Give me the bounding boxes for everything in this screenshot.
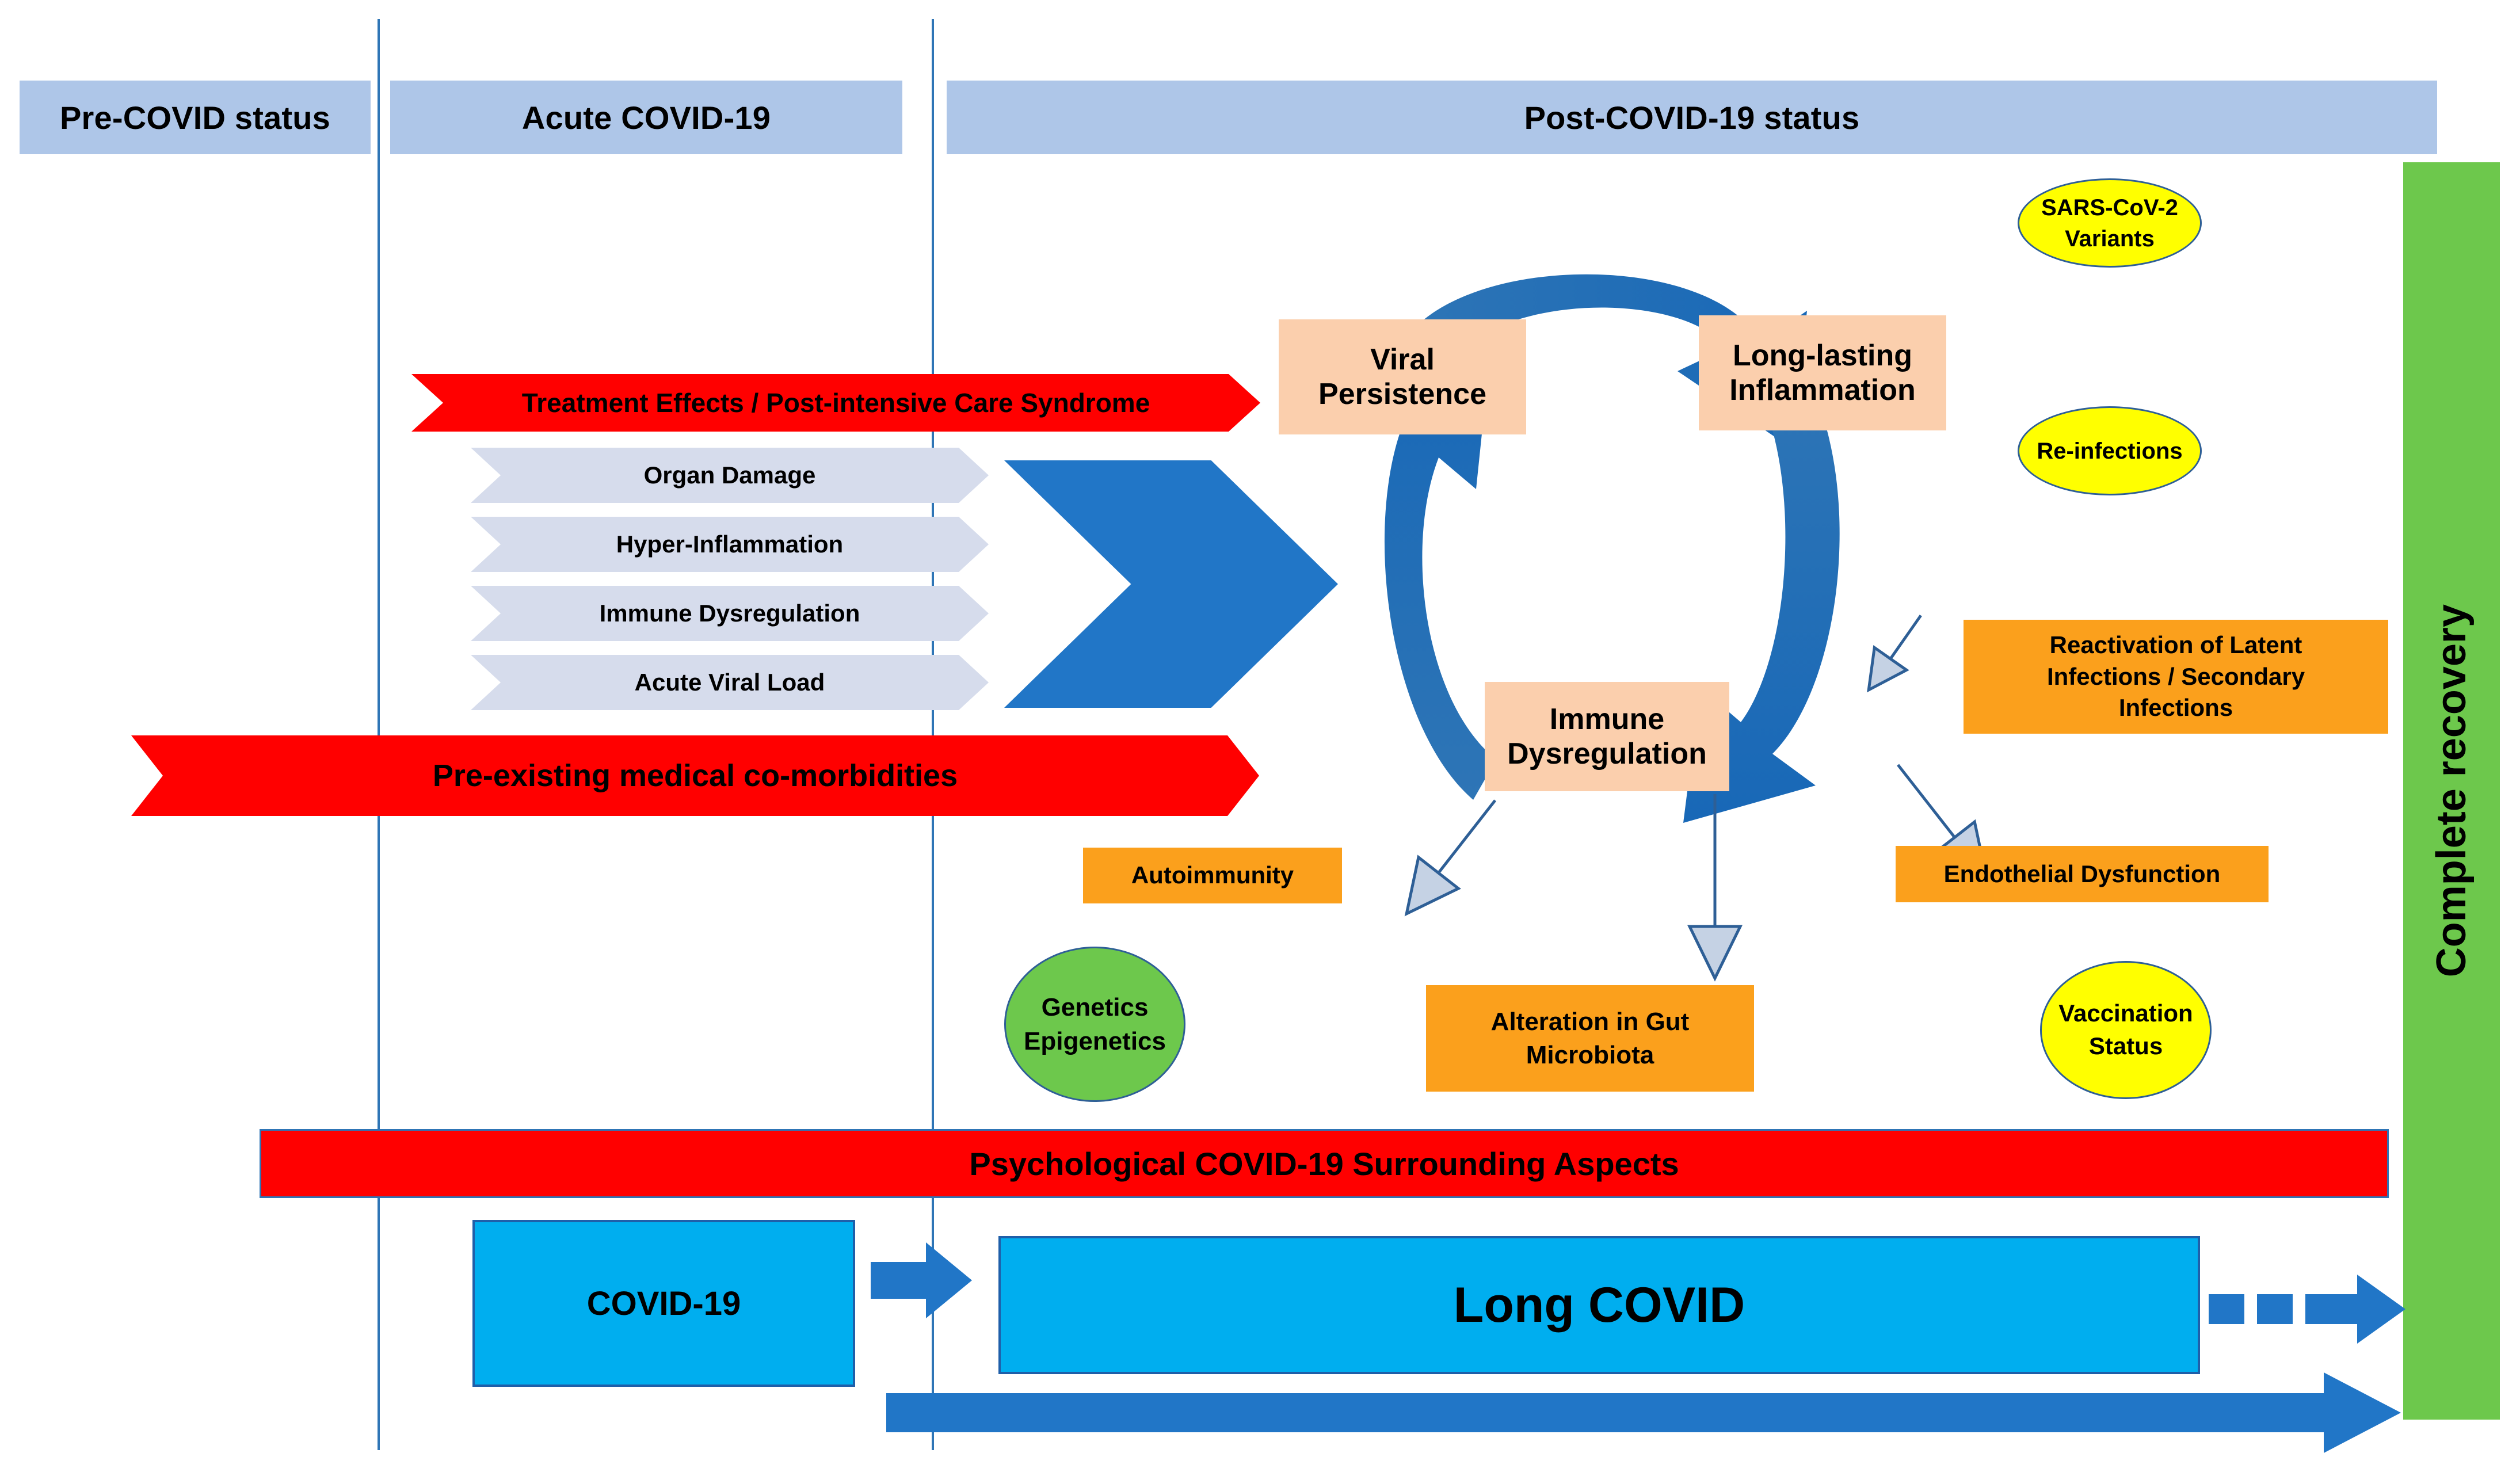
divider-acute-post	[932, 19, 934, 1450]
phase-banner-pre-covid-label: Pre-COVID status	[60, 99, 330, 136]
phase-banner-acute-covid: Acute COVID-19	[390, 81, 902, 154]
phase-banner-post-covid: Post-COVID-19 status	[947, 81, 2437, 154]
cycle-node-viral-persistence: Viral Persistence	[1279, 319, 1526, 434]
modifier-endothelial-dysfunction: Endothelial Dysfunction	[1896, 846, 2269, 902]
cycle-node-immune-dysregulation-label: Immune Dysregulation	[1507, 702, 1707, 771]
modifier-vaccination-status: Vaccination Status	[2040, 961, 2212, 1099]
phase-banner-pre-covid: Pre-COVID status	[20, 81, 371, 154]
acute-factor-immune-dysregulation: Immune Dysregulation	[471, 586, 989, 641]
modifier-reinfections: Re-infections	[2018, 406, 2202, 495]
outlined-arrows-icon	[1404, 615, 1989, 982]
timeline-long-covid-label: Long COVID	[1453, 1277, 1745, 1333]
timeline-covid19-box: COVID-19	[472, 1220, 855, 1387]
covid-to-longcovid-arrow-icon	[871, 1242, 972, 1318]
modifier-autoimmunity: Autoimmunity	[1083, 848, 1342, 903]
acute-factor-acute-viral-load-label: Acute Viral Load	[634, 669, 825, 696]
modifier-genetics-epigenetics: Genetics Epigenetics	[1004, 947, 1185, 1102]
ribbon-treatment-effects: Treatment Effects / Post-intensive Care …	[411, 374, 1260, 432]
cycle-node-immune-dysregulation: Immune Dysregulation	[1485, 682, 1729, 791]
modifier-autoimmunity-label: Autoimmunity	[1131, 861, 1294, 889]
cycle-node-long-lasting-inflammation: Long-lasting Inflammation	[1699, 315, 1946, 430]
modifier-genetics-epigenetics-label: Genetics Epigenetics	[1024, 993, 1166, 1055]
modifier-reactivation-latent-infections: Reactivation of Latent Infections / Seco…	[1964, 620, 2388, 734]
acute-factor-hyper-inflammation-label: Hyper-Inflammation	[616, 531, 844, 558]
modifier-gut-microbiota-label: Alteration in Gut Microbiota	[1490, 1008, 1690, 1069]
dashed-recovery-arrow-icon	[2209, 1275, 2405, 1344]
acute-factor-immune-dysregulation-label: Immune Dysregulation	[599, 600, 860, 627]
modifier-reinfections-label: Re-infections	[2037, 438, 2183, 464]
modifier-reactivation-latent-infections-label: Reactivation of Latent Infections / Seco…	[2046, 631, 2305, 722]
ribbon-treatment-effects-label: Treatment Effects / Post-intensive Care …	[521, 388, 1150, 418]
timeline-long-covid-box: Long COVID	[998, 1236, 2200, 1374]
complete-recovery-label: Complete recovery	[2428, 604, 2475, 978]
phase-banner-post-covid-label: Post-COVID-19 status	[1524, 99, 1860, 136]
modifier-endothelial-dysfunction-label: Endothelial Dysfunction	[1943, 860, 2221, 887]
acute-factor-organ-damage: Organ Damage	[471, 448, 989, 503]
timeline-covid19-label: COVID-19	[586, 1284, 741, 1322]
complete-recovery-bar: Complete recovery	[2403, 162, 2500, 1420]
modifier-gut-microbiota: Alteration in Gut Microbiota	[1426, 985, 1754, 1092]
modifier-vaccination-status-label: Vaccination Status	[2058, 1000, 2193, 1059]
ribbon-psychological-aspects: Psychological COVID-19 Surrounding Aspec…	[260, 1129, 2389, 1198]
modifier-sars-cov-2-variants: SARS-CoV-2 Variants	[2018, 178, 2202, 268]
acute-factor-organ-damage-label: Organ Damage	[643, 462, 816, 489]
cycle-node-long-lasting-inflammation-label: Long-lasting Inflammation	[1729, 338, 1916, 407]
ribbon-comorbidities-label: Pre-existing medical co-morbidities	[432, 758, 958, 793]
modifier-sars-cov-2-variants-label: SARS-CoV-2 Variants	[2041, 194, 2178, 251]
acute-factor-hyper-inflammation: Hyper-Inflammation	[471, 517, 989, 572]
divider-pre-acute	[378, 19, 380, 1450]
timeline-long-arrow-icon	[886, 1372, 2401, 1453]
ribbon-comorbidities: Pre-existing medical co-morbidities	[131, 735, 1259, 816]
acute-factor-acute-viral-load: Acute Viral Load	[471, 655, 989, 710]
ribbon-psychological-aspects-label: Psychological COVID-19 Surrounding Aspec…	[969, 1145, 1679, 1182]
cycle-node-viral-persistence-label: Viral Persistence	[1318, 342, 1486, 411]
phase-banner-acute-covid-label: Acute COVID-19	[521, 99, 771, 136]
